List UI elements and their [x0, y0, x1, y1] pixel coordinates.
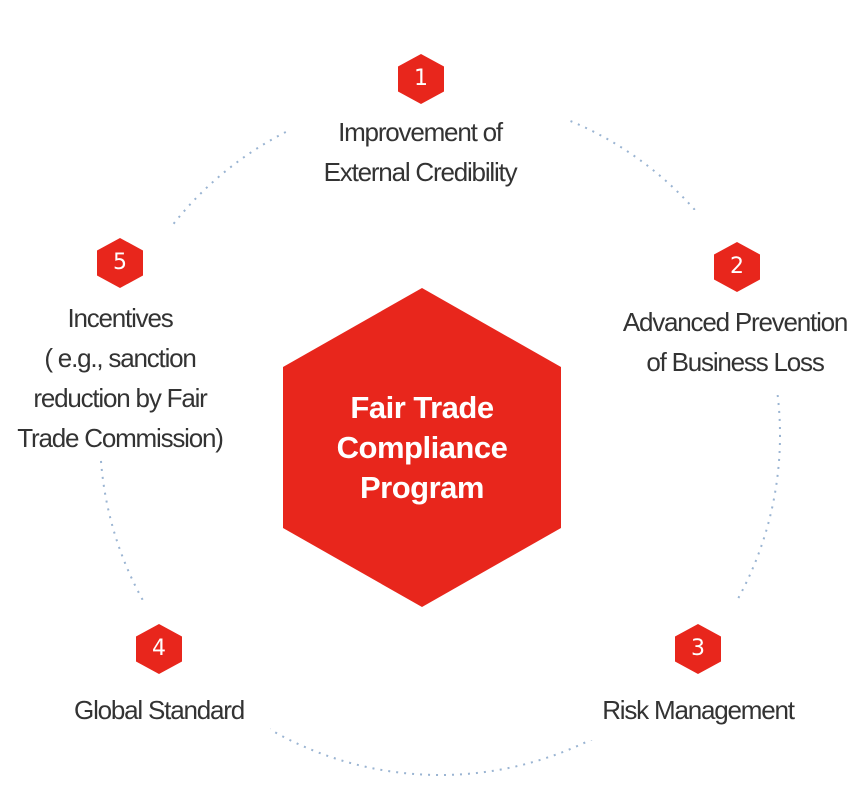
badge-number: 1	[414, 66, 428, 91]
item-label-2: Advanced Prevention of Business Loss	[604, 302, 866, 382]
item-label-line: Incentives	[67, 303, 173, 333]
center-title: Fair Trade Compliance Program	[300, 388, 544, 508]
item-label-line: External Credibility	[323, 157, 518, 187]
item-label-3: Risk Management	[578, 690, 818, 730]
ring-gap-bottom-right	[560, 600, 860, 740]
item-label-line: Trade Commission)	[17, 423, 224, 453]
center-hexagon	[283, 288, 561, 607]
badge-4: 4	[136, 624, 182, 674]
badge-number: 3	[691, 636, 705, 661]
item-label-line: reduction by Fair	[33, 383, 207, 413]
ring-gap-right	[590, 210, 868, 390]
badge-number: 2	[730, 254, 744, 279]
badge-number: 5	[113, 250, 127, 275]
item-label-line: of Business Loss	[646, 347, 825, 377]
item-label-5: Incentives ( e.g., sanction reduction by…	[0, 298, 240, 458]
badge-1: 1	[398, 54, 444, 104]
badge-3: 3	[675, 624, 721, 674]
item-label-4: Global Standard	[50, 690, 268, 730]
hexagon-badge-icon	[136, 624, 182, 674]
item-label-line: Risk Management	[602, 695, 795, 725]
item-label-line: Global Standard	[74, 695, 245, 725]
center-title-line: Fair Trade	[350, 390, 494, 425]
item-label-line: Advanced Prevention	[622, 307, 849, 337]
center-title-line: Program	[360, 470, 484, 505]
item-label-line: ( e.g., sanction	[44, 343, 197, 373]
badge-2: 2	[714, 242, 760, 292]
hexagon-badge-icon	[97, 238, 143, 288]
hexagon-badge-icon	[398, 54, 444, 104]
hexagon-badge-icon	[675, 624, 721, 674]
badge-5: 5	[97, 238, 143, 288]
hexagon-badge-icon	[714, 242, 760, 292]
center-title-line: Compliance	[336, 430, 508, 465]
item-label-1: Improvement of External Credibility	[280, 112, 560, 192]
badge-number: 4	[152, 636, 166, 661]
item-label-line: Improvement of	[338, 117, 503, 147]
